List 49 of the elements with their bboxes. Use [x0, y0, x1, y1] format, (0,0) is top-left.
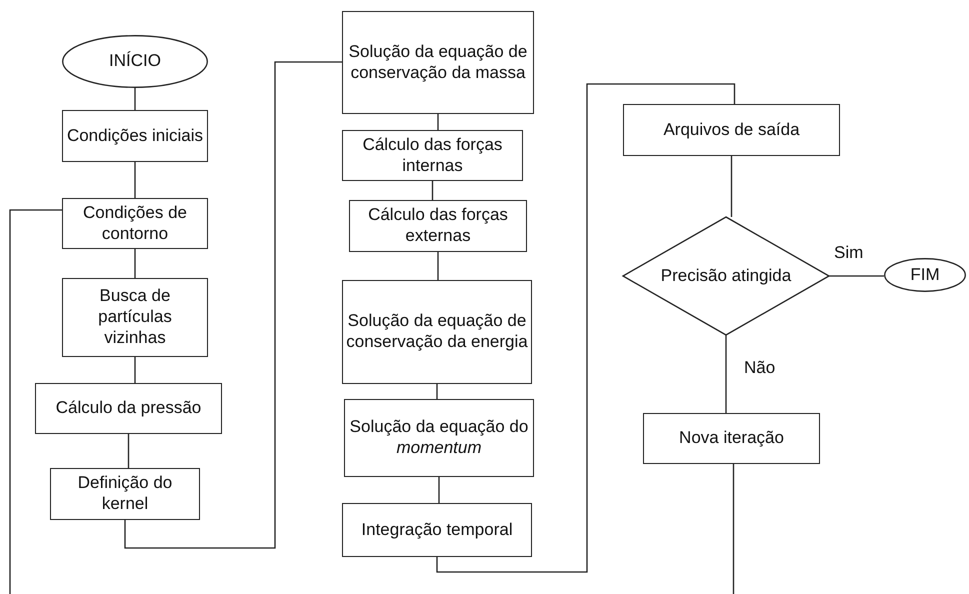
process-box — [35, 383, 222, 434]
node-text: Definição do kernel — [76, 473, 174, 515]
connector-line — [124, 61, 342, 549]
connector-line — [725, 335, 727, 413]
connector-line — [134, 357, 136, 383]
process-box — [342, 503, 532, 557]
process-box — [50, 468, 200, 520]
node-text: FIM — [909, 264, 941, 286]
node-text: Busca de partículas vizinhas — [97, 286, 173, 349]
connector-line — [732, 464, 734, 594]
connector-line — [128, 434, 130, 468]
connector-line — [437, 252, 439, 280]
process-box — [62, 198, 208, 249]
process-box — [62, 278, 208, 357]
connector-line — [134, 249, 136, 278]
connector-line — [432, 181, 434, 200]
node-text: INÍCIO — [108, 51, 162, 72]
process-box — [62, 110, 208, 162]
process-box — [342, 11, 534, 114]
process-box — [342, 280, 532, 384]
connector-line — [829, 275, 884, 277]
node-text: Integração temporal — [360, 520, 514, 540]
node-text: Cálculo da pressão — [54, 398, 202, 419]
node-text: Condições iniciais — [66, 126, 204, 146]
terminal-ellipse — [62, 35, 208, 88]
process-box — [342, 130, 523, 181]
connector-line — [9, 209, 62, 594]
node-text: Cálculo das forças internas — [362, 134, 504, 176]
connector-line — [730, 156, 732, 217]
node-text: Precisão atingida — [660, 266, 792, 286]
process-box — [344, 399, 534, 477]
node-text: Solução da equação do momentum — [348, 417, 530, 459]
node-text: Solução da equação de conservação da massa — [348, 42, 528, 84]
connector-line — [134, 162, 136, 198]
connector-line — [438, 477, 440, 503]
process-box — [623, 104, 840, 156]
connector-line — [436, 83, 736, 573]
decision-diamond — [623, 217, 829, 335]
node-text: Cálculo das forças externas — [367, 205, 509, 247]
node-text: Condições de contorno — [82, 202, 188, 244]
connector-line — [134, 88, 136, 110]
node-text: Solução da equação de conservação da energia — [345, 311, 529, 353]
terminal-ellipse — [884, 258, 966, 292]
process-box — [349, 200, 527, 252]
connector-line — [437, 114, 439, 130]
node-text: Nova iteração — [678, 428, 785, 449]
node-text: Arquivos de saída — [662, 120, 801, 140]
connector-line — [436, 384, 438, 399]
process-box — [643, 413, 820, 464]
